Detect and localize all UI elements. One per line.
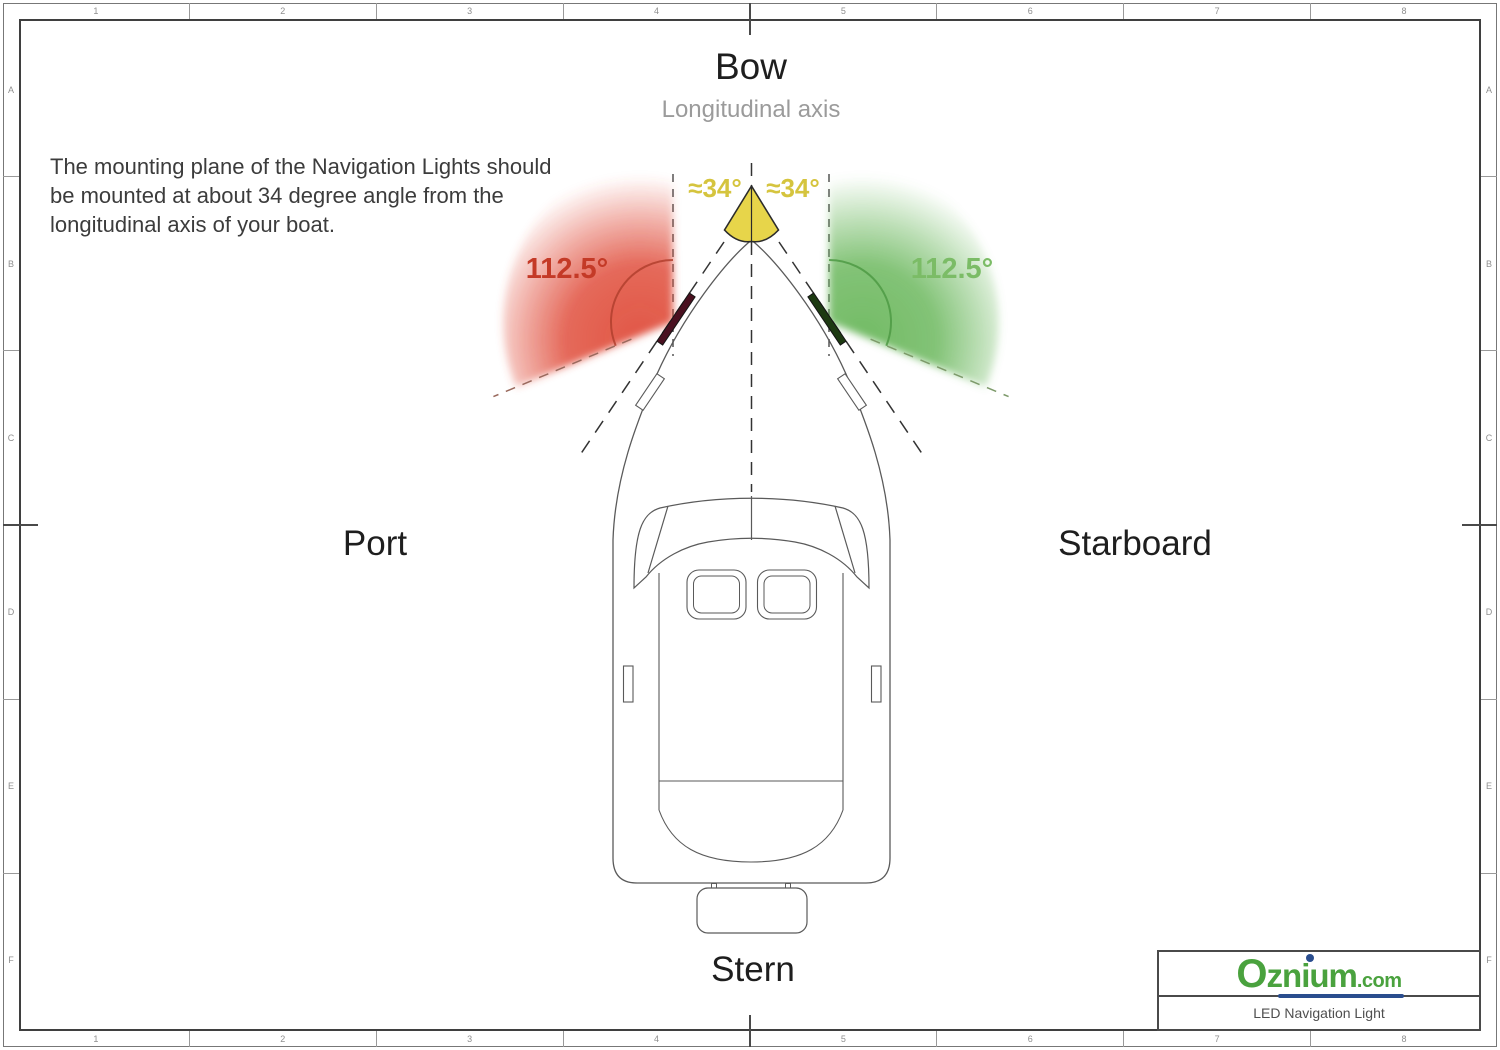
windshield	[633, 497, 870, 590]
bow-label: Bow	[715, 46, 787, 87]
grid-ref-label: E	[1481, 700, 1497, 874]
seat-starboard-inner	[763, 575, 811, 614]
starboard-glow-sector	[829, 152, 1000, 388]
stern-bench-curve	[658, 809, 844, 863]
center-mark-left	[3, 524, 38, 526]
center-mark-bottom	[749, 1015, 751, 1047]
port-mounting-plane-line	[577, 241, 725, 459]
starboard-arc-angle-label: 112.5°	[910, 253, 994, 285]
logo-brand-text: Oznium	[1236, 951, 1357, 996]
grid-ref-label: B	[1481, 177, 1497, 352]
mounting-note: The mounting plane of the Navigation Lig…	[50, 152, 551, 239]
port-angle-arc	[610, 259, 674, 347]
logo-brand-suffix: .com	[1356, 969, 1402, 992]
mounting-note-line: The mounting plane of the Navigation Lig…	[50, 154, 552, 179]
grid-ref-label: 1	[3, 3, 190, 19]
cleat-starboard	[870, 665, 882, 703]
grid-ref-label: 6	[937, 3, 1125, 19]
grid-ref-label: B	[3, 177, 19, 352]
logo-underline	[1278, 993, 1404, 998]
windshield-mullions	[647, 496, 856, 574]
logo-i-dot	[1306, 953, 1315, 962]
grid-ref-label: 2	[190, 1031, 377, 1047]
starboard-nav-light	[807, 292, 847, 346]
grid-ref-label: D	[1481, 526, 1497, 700]
mounting-note-line: be mounted at about 34 degree angle from…	[50, 183, 504, 208]
oznium-logo: Oznium .com	[1236, 951, 1404, 998]
port-sector-edge-dashed	[493, 338, 632, 398]
longitudinal-axis-label: Longitudinal axis	[661, 96, 841, 123]
title-block-logo-row: Oznium .com	[1159, 951, 1479, 998]
center-mark-right	[1462, 524, 1497, 526]
seat-port	[686, 569, 747, 620]
grid-ref-label: 6	[937, 1031, 1125, 1047]
grid-ref-label: A	[1481, 3, 1497, 178]
stern-label: Stern	[711, 950, 795, 989]
grid-ref-label: A	[3, 3, 19, 178]
grid-ref-label: 7	[1124, 1031, 1312, 1047]
grid-ref-label: 1	[3, 1031, 190, 1047]
deck-fitting-port	[634, 372, 666, 412]
mount-angle-right-label: ≈34°	[766, 173, 820, 203]
grid-ref-label: 2	[190, 3, 377, 19]
port-label: Port	[342, 524, 408, 563]
cleat-port	[622, 665, 634, 703]
port-nav-light	[656, 292, 696, 346]
deck-fitting-starboard	[836, 372, 868, 412]
outboard-motor	[696, 887, 808, 934]
port-arc-angle-label: 112.5°	[525, 253, 609, 285]
title-block: Oznium .com LED Navigation Light	[1157, 950, 1481, 1031]
grid-ref-label: 3	[377, 1031, 564, 1047]
starboard-mounting-plane-line	[778, 241, 926, 459]
grid-ref-label: 8	[1401, 6, 1407, 16]
drawing-title: LED Navigation Light	[1253, 1005, 1385, 1021]
grid-ref-label: 8	[1401, 1034, 1407, 1044]
cockpit-lines	[658, 573, 844, 810]
grid-ref-label: E	[3, 700, 19, 874]
grid-ref-label: 5	[751, 3, 938, 19]
port-glow-sector	[502, 152, 673, 388]
grid-ref-label: F	[8, 955, 14, 966]
center-mark-top	[749, 3, 751, 35]
mount-angle-left-label: ≈34°	[688, 173, 742, 203]
seat-starboard	[756, 569, 818, 620]
seat-port-inner	[693, 575, 740, 614]
mounting-note-line: longitudinal axis of your boat.	[50, 212, 335, 237]
starboard-angle-arc	[828, 259, 892, 347]
grid-ref-label: F	[1486, 955, 1492, 966]
starboard-sector-edge-dashed	[870, 338, 1009, 398]
starboard-label: Starboard	[1058, 524, 1212, 563]
grid-ref-label: 3	[377, 3, 564, 19]
grid-ref-label: 5	[751, 1031, 938, 1047]
grid-ref-label: 7	[1124, 3, 1312, 19]
grid-ref-label: D	[3, 526, 19, 700]
